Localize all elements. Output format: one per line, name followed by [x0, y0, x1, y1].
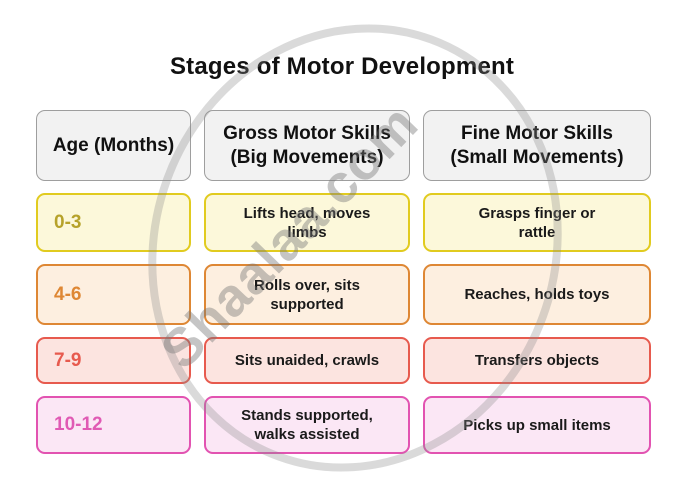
gross-skill-line1: Sits unaided, crawls: [234, 352, 380, 369]
col-header-fine-line2: (Small Movements): [450, 146, 624, 168]
col-header-age-line1: Age (Months): [52, 134, 175, 156]
fine-skill-line1: Grasps finger or: [478, 204, 596, 222]
gross-skill-line1: Lifts head, moves: [243, 204, 371, 222]
fine-skill-line2: rattle: [518, 223, 556, 241]
col-header-gross-line1: Gross Motor Skills: [223, 122, 391, 144]
fine-skill-cell: Transfers objects: [423, 337, 651, 384]
fine-skill-line1: Transfers objects: [474, 352, 600, 369]
col-header-age: Age (Months): [36, 110, 191, 181]
col-header-fine-line1: Fine Motor Skills: [460, 122, 614, 144]
fine-skill-cell: Picks up small items: [423, 396, 651, 454]
age-cell: 10-12: [36, 396, 191, 454]
fine-skill-line1: Reaches, holds toys: [464, 286, 610, 303]
gross-skill-cell: Sits unaided, crawls: [204, 337, 410, 384]
gross-skill-cell: Stands supported, walks assisted: [204, 396, 410, 454]
gross-skill-line2: supported: [270, 295, 344, 313]
col-header-gross-line2: (Big Movements): [230, 146, 384, 168]
age-cell: 4-6: [36, 264, 191, 325]
page-title: Stages of Motor Development: [169, 53, 515, 80]
fine-skill-line1: Picks up small items: [463, 416, 611, 434]
gross-skill-line2: limbs: [287, 223, 327, 241]
gross-skill-line1: Stands supported,: [241, 407, 373, 424]
stages-table: Age (Months) Gross Motor Skills(Big Move…: [36, 110, 651, 454]
col-header-gross: Gross Motor Skills(Big Movements): [204, 110, 410, 181]
fine-skill-cell: Reaches, holds toys: [423, 264, 651, 325]
gross-skill-line2: walks assisted: [254, 426, 360, 443]
age-cell: 7-9: [36, 337, 191, 384]
gross-skill-line1: Rolls over, sits: [254, 276, 360, 294]
age-cell: 0-3: [36, 193, 191, 252]
col-header-fine: Fine Motor Skills(Small Movements): [423, 110, 651, 181]
